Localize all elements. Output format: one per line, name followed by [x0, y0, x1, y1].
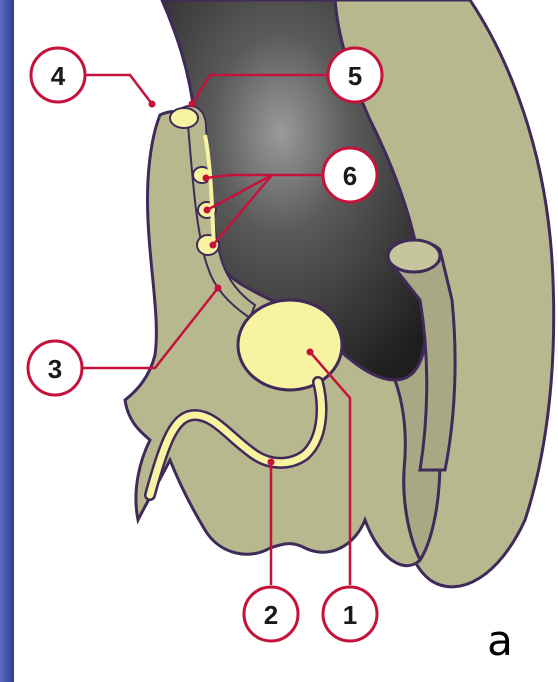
label-1: 1: [323, 587, 377, 641]
label-5: 5: [328, 48, 382, 102]
yellow-bulb: [238, 300, 342, 390]
panel-letter: a: [487, 616, 513, 665]
label-6-text: 6: [343, 161, 357, 191]
label-4-text: 4: [51, 61, 66, 91]
label-1-text: 1: [343, 600, 357, 630]
label-5-text: 5: [348, 61, 362, 91]
nodule-top: [170, 108, 198, 128]
label-2: 2: [244, 587, 298, 641]
label-4: 4: [31, 48, 85, 102]
label-6: 6: [323, 148, 377, 202]
label-3: 3: [28, 341, 82, 395]
frame-strip: [0, 0, 14, 682]
label-2-text: 2: [264, 600, 278, 630]
label-3-text: 3: [48, 354, 62, 384]
tube-opening: [388, 240, 440, 272]
